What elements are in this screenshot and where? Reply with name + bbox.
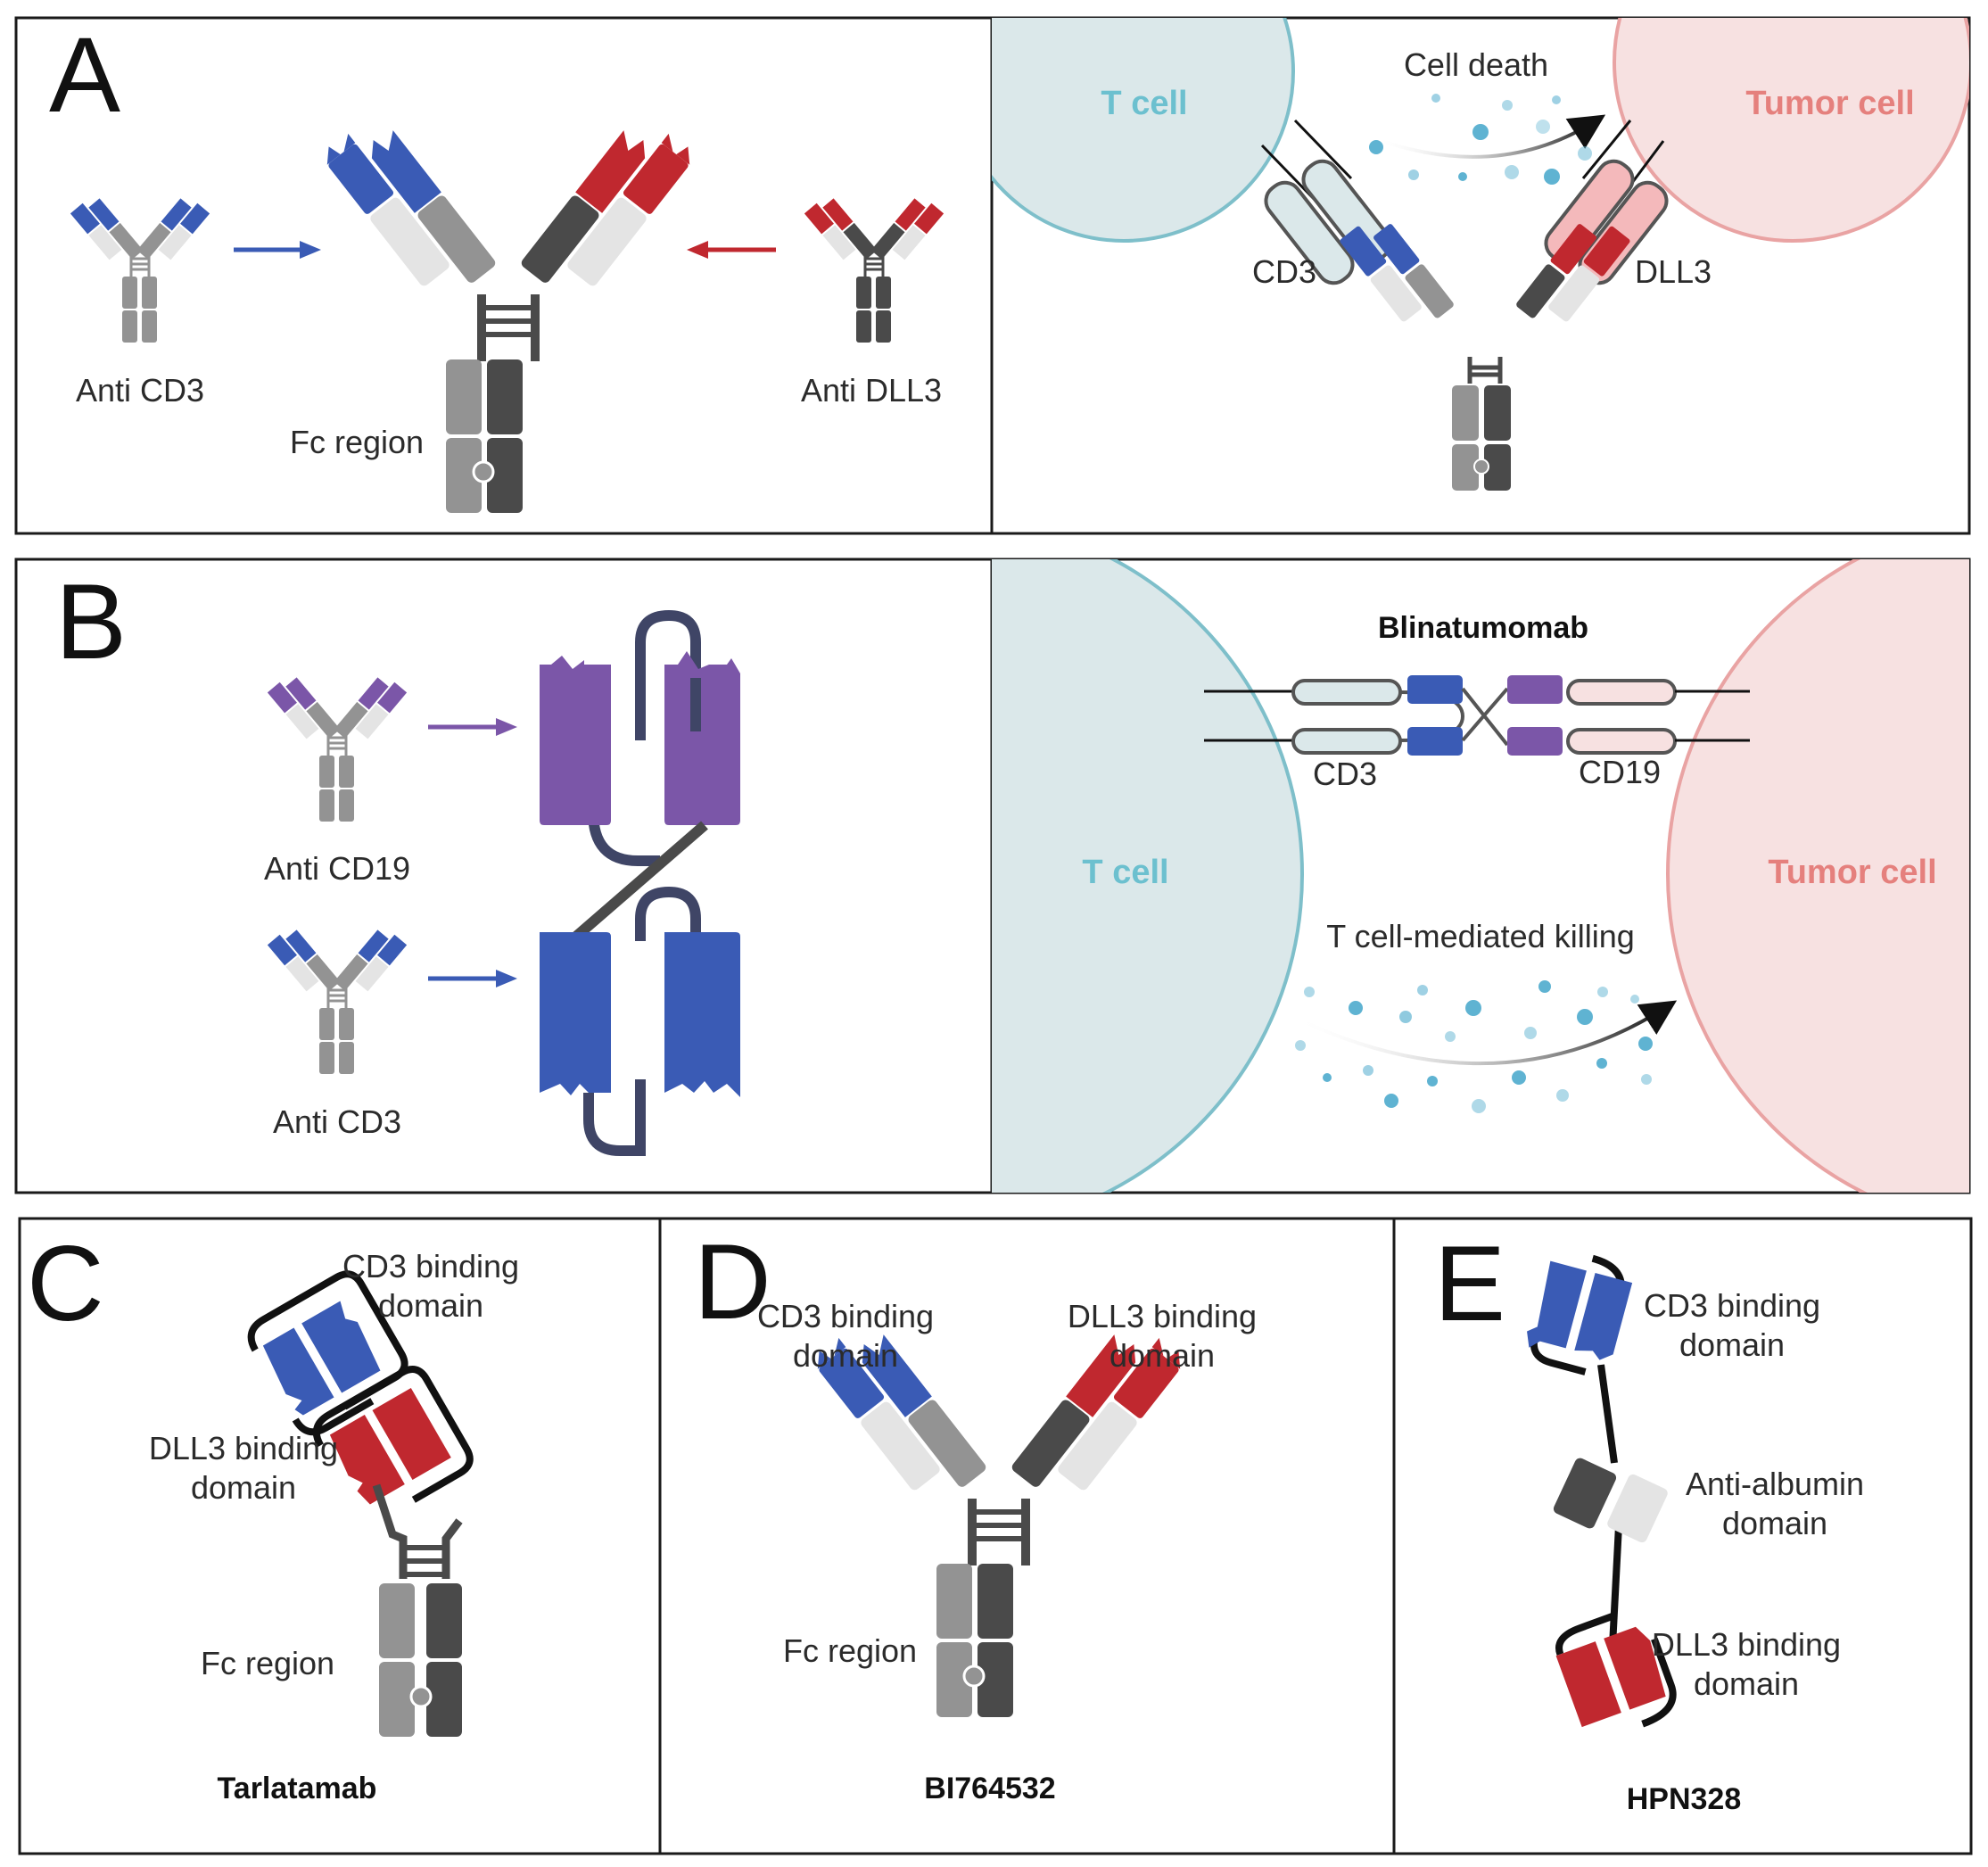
label-tumor-cell-b: Tumor cell bbox=[1768, 854, 1936, 891]
label-dll3-binding-e-line1: DLL3 binding bbox=[1652, 1626, 1841, 1663]
label-cd3-a: CD3 bbox=[1252, 253, 1316, 290]
label-t-cell-killing: T cell-mediated killing bbox=[1326, 918, 1634, 954]
label-cell-death: Cell death bbox=[1404, 46, 1548, 83]
label-dll3-binding-d-line2: domain bbox=[1109, 1337, 1215, 1374]
small-antibody-anti-cd19 bbox=[267, 677, 408, 822]
panel-letter-a: A bbox=[49, 15, 120, 135]
label-anti-albumin-line2: domain bbox=[1722, 1505, 1827, 1541]
label-anti-cd3-b: Anti CD3 bbox=[273, 1103, 401, 1140]
panel-letter-d: D bbox=[694, 1222, 771, 1342]
label-dll3-binding-d-line1: DLL3 binding bbox=[1068, 1298, 1257, 1334]
small-antibody-anti-cd3-b bbox=[267, 929, 408, 1074]
panel-c: C CD3 binding domain DLL3 binding bbox=[27, 1224, 519, 1805]
label-bi764532: BI764532 bbox=[924, 1772, 1055, 1805]
label-anti-albumin-line1: Anti-albumin bbox=[1686, 1466, 1864, 1502]
bispecific-antibody-bound-a bbox=[1340, 224, 1630, 491]
label-cd3-binding-c-line2: domain bbox=[378, 1287, 483, 1324]
label-dll3-binding-e-line2: domain bbox=[1694, 1665, 1799, 1702]
label-cd19-b: CD19 bbox=[1579, 754, 1661, 790]
t-cell-b bbox=[992, 559, 1304, 1193]
label-fc-region-d: Fc region bbox=[783, 1632, 917, 1669]
cytotoxic-granules-b bbox=[1295, 980, 1653, 1113]
killing-arrow bbox=[1292, 1000, 1678, 1066]
cd3-binding-domain-e bbox=[1527, 1254, 1633, 1375]
tumor-cell-b bbox=[1666, 559, 1969, 1193]
arrow-blue-b bbox=[428, 970, 517, 987]
label-tarlatamab: Tarlatamab bbox=[218, 1772, 377, 1805]
label-t-cell-a: T cell bbox=[1101, 85, 1187, 122]
label-cd3-binding-d-line1: CD3 binding bbox=[757, 1298, 934, 1334]
label-dll3-binding-c-line1: DLL3 binding bbox=[149, 1430, 338, 1466]
label-tumor-cell-a: Tumor cell bbox=[1745, 85, 1914, 122]
blinatumomab-bound bbox=[1204, 675, 1750, 756]
t-cell-a bbox=[992, 18, 1295, 243]
fc-region-c bbox=[372, 1483, 463, 1737]
label-hpn328: HPN328 bbox=[1627, 1782, 1742, 1816]
label-fc-region-c: Fc region bbox=[201, 1645, 334, 1681]
receptor-cd3-a bbox=[1260, 119, 1392, 285]
label-cd3-binding-e-line2: domain bbox=[1679, 1326, 1785, 1363]
label-anti-dll3-a: Anti DLL3 bbox=[801, 372, 942, 409]
cell-scene-b bbox=[992, 559, 1969, 1193]
label-t-cell-b: T cell bbox=[1082, 854, 1168, 891]
panel-letter-c: C bbox=[27, 1224, 104, 1343]
arrow-purple-b bbox=[428, 718, 517, 736]
bispecific-antibody-d bbox=[817, 1334, 1181, 1717]
cytotoxic-granules-a bbox=[1369, 94, 1592, 185]
arrow-blue-a bbox=[234, 241, 321, 259]
anti-albumin-domain bbox=[1553, 1458, 1668, 1543]
dll3-binding-domain-c bbox=[312, 1366, 474, 1505]
panel-a: A Anti CD3 bbox=[49, 15, 1969, 513]
label-cd3-binding-c-line1: CD3 binding bbox=[342, 1248, 519, 1285]
cell-scene-a bbox=[992, 18, 1969, 243]
tumor-cell-a bbox=[1613, 18, 1969, 243]
label-cd3-b: CD3 bbox=[1313, 756, 1377, 792]
label-cd3-binding-e-line1: CD3 binding bbox=[1644, 1287, 1820, 1324]
label-dll3-binding-c-line2: domain bbox=[191, 1469, 296, 1506]
label-fc-region-a: Fc region bbox=[290, 424, 424, 460]
label-cd3-binding-d-line2: domain bbox=[793, 1337, 898, 1374]
panel-e: E CD3 binding domain Anti-albumin domain… bbox=[1434, 1224, 1864, 1816]
small-antibody-anti-cd3 bbox=[70, 198, 210, 343]
small-antibody-anti-dll3 bbox=[804, 198, 945, 343]
bite-schematic bbox=[540, 609, 740, 1156]
bispecific-antibody-a bbox=[326, 130, 690, 513]
panel-b: B Anti CD19 Anti CD3 bbox=[55, 559, 1969, 1193]
panel-letter-e: E bbox=[1434, 1224, 1505, 1343]
panel-letter-b: B bbox=[55, 562, 127, 682]
dll3-binding-domain-e bbox=[1555, 1613, 1677, 1728]
cell-death-arrow bbox=[1373, 114, 1606, 159]
panel-d: D CD3 binding domain DLL3 binding domain… bbox=[694, 1222, 1257, 1805]
label-anti-cd3-a: Anti CD3 bbox=[76, 372, 204, 409]
arrow-red-a bbox=[687, 241, 776, 259]
label-dll3-a: DLL3 bbox=[1635, 253, 1712, 290]
label-blinatumomab: Blinatumomab bbox=[1378, 611, 1588, 645]
label-anti-cd19: Anti CD19 bbox=[264, 850, 410, 887]
